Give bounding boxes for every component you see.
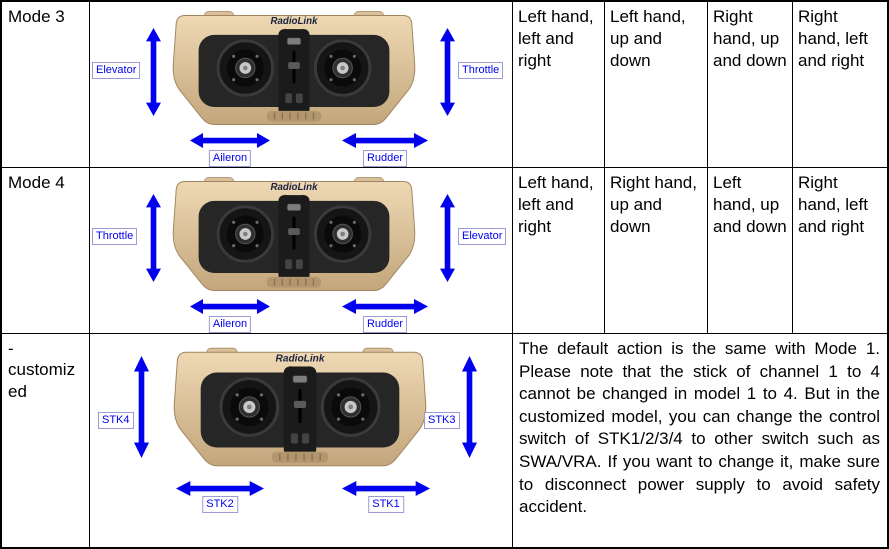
right-stick-horizontal-arrow-icon [342, 299, 428, 314]
right-stick-horizontal-arrow-icon [342, 481, 430, 496]
brand-logo-text: RadioLink [276, 353, 326, 364]
left-stick-vertical-arrow-icon [146, 28, 161, 116]
action-cell: Right hand, left and right [793, 168, 887, 334]
mode-label: -customized [8, 339, 76, 401]
transmitter-image: RadioLink [173, 347, 427, 467]
speaker-grille [266, 276, 322, 288]
right-stick-vertical-label: Elevator [458, 228, 507, 245]
transmitter-image-slot: RadioLink [148, 171, 440, 299]
left-stick-vertical-label: Elevator [92, 62, 141, 79]
right-stick-vertical-arrow-icon [440, 194, 455, 282]
speaker-grille [266, 110, 322, 122]
left-stick-horizontal-label: STK2 [202, 496, 238, 513]
mode-cell: Mode 4 [2, 168, 90, 334]
mode-cell: -customized [2, 334, 90, 547]
right-gimbal-stick [320, 377, 381, 437]
action-cell: Left hand, up and down [605, 2, 708, 168]
speaker-grille [271, 451, 329, 463]
action-cell: Left hand, left and right [513, 2, 605, 168]
right-gimbal-stick [313, 39, 372, 97]
center-switches [290, 375, 310, 444]
mode-cell: Mode 3 [2, 2, 90, 168]
right-stick-horizontal-label: Rudder [362, 150, 408, 167]
right-stick-horizontal-label: STK1 [368, 496, 404, 513]
transmitter-figure-mode4: RadioLink [90, 168, 513, 334]
transmitter-image: RadioLink [172, 11, 416, 125]
left-stick-horizontal-arrow-icon [190, 299, 270, 314]
right-stick-horizontal-label: Rudder [362, 316, 408, 333]
right-stick-vertical-label: Throttle [458, 62, 504, 79]
left-stick-vertical-label: Throttle [92, 228, 138, 245]
left-gimbal-stick [216, 205, 275, 263]
action-cell: Left hand, left and right [513, 168, 605, 334]
transmitter-image-slot: RadioLink [148, 340, 452, 476]
transmitter-figure-customized: RadioLink [90, 334, 513, 547]
right-gimbal-stick [313, 205, 372, 263]
right-stick-horizontal-arrow-icon [342, 133, 428, 148]
transmitter-image-slot: RadioLink [148, 5, 440, 133]
right-stick-vertical-arrow-icon [440, 28, 455, 116]
left-stick-horizontal-arrow-icon [176, 481, 264, 496]
left-gimbal-stick [219, 377, 280, 437]
center-switches [285, 203, 303, 270]
left-stick-vertical-arrow-icon [134, 356, 149, 458]
action-cell: Left hand, up and down [708, 168, 793, 334]
mode-label: Mode 4 [8, 173, 65, 192]
left-stick-horizontal-arrow-icon [190, 133, 270, 148]
action-cell: Right hand, left and right [793, 2, 887, 168]
left-stick-vertical-label: STK4 [98, 412, 134, 429]
brand-logo-text: RadioLink [271, 182, 319, 193]
left-gimbal-stick [216, 39, 275, 97]
action-cell: Right hand, up and down [605, 168, 708, 334]
customized-description-cell: The default action is the same with Mode… [513, 334, 887, 547]
right-stick-vertical-arrow-icon [462, 356, 477, 458]
brand-logo-text: RadioLink [271, 16, 319, 27]
transmitter-image: RadioLink [172, 177, 416, 291]
left-stick-vertical-arrow-icon [146, 194, 161, 282]
left-stick-horizontal-label: Aileron [208, 316, 252, 333]
left-stick-horizontal-label: Aileron [208, 150, 252, 167]
right-stick-vertical-label: STK3 [424, 412, 460, 429]
center-switches [285, 37, 303, 104]
transmitter-figure-mode3: RadioLink [90, 2, 513, 168]
action-cell: Right hand, up and down [708, 2, 793, 168]
mode-label: Mode 3 [8, 7, 65, 26]
